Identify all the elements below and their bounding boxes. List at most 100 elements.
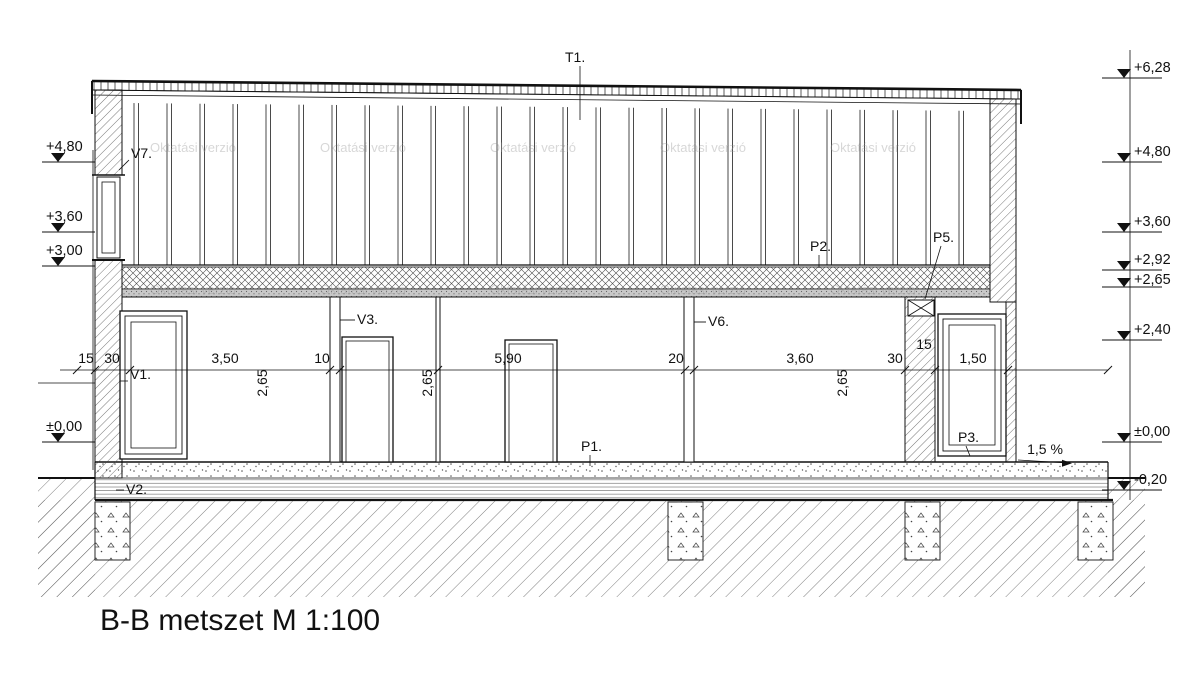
v3-door	[341, 336, 394, 463]
elevation-marker-right-0: +6,28	[1102, 60, 1171, 79]
dim-10: 10	[314, 350, 330, 366]
earth-hatch	[38, 477, 1145, 597]
elevation-label: +2,40	[1134, 322, 1171, 338]
dim-590: 5,90	[494, 350, 521, 366]
v7-leader	[118, 159, 130, 171]
label-text: V1.	[130, 366, 151, 382]
elevation-marker-left-0: +4,80	[42, 139, 95, 163]
p5-label: P5.	[924, 229, 954, 300]
drawing-title: B-B metszet M 1:100	[100, 604, 380, 637]
t1-label: T1.	[565, 49, 585, 120]
v2-label: V2.	[116, 481, 147, 497]
label-text: P3.	[958, 429, 979, 445]
slope-annotation: 1,5 %	[1017, 441, 1072, 467]
dim-150: 1,50	[959, 350, 986, 366]
attic-structure	[122, 103, 990, 266]
label-text: P5.	[933, 229, 954, 245]
p2-label: P2.	[810, 238, 831, 268]
dim-15-right: 15	[916, 336, 932, 352]
left-exterior-wall	[92, 89, 125, 479]
elevation-label: -0,20	[1134, 472, 1167, 488]
v7-window	[92, 174, 125, 261]
dim-265-room2: 2,65	[419, 369, 435, 396]
right-exterior-wall	[1005, 301, 1017, 463]
ceiling-board-texture	[122, 289, 990, 297]
watermark-text: Oktatási verzió	[150, 282, 236, 297]
roof-top-line	[91, 79, 1022, 92]
attic-studs	[124, 103, 988, 265]
dim-350: 3,50	[211, 350, 238, 366]
elevation-markers-left: +4,80 +3,60 +3,00 ±0,00	[42, 139, 95, 470]
pier-2	[667, 501, 704, 561]
roof-inner-line	[91, 89, 1022, 100]
p1-label: P1.	[581, 438, 602, 466]
dim-265-room3: 2,65	[834, 369, 850, 396]
elevation-label: +3,60	[46, 209, 83, 225]
beam-section	[907, 299, 935, 317]
walls	[92, 89, 1017, 479]
p3-leader	[965, 445, 971, 457]
right-roof-post	[989, 98, 1017, 303]
watermark-text: Oktatási verzió	[490, 140, 576, 155]
elevation-label: +4,80	[46, 139, 83, 155]
pier-3	[904, 501, 941, 561]
p5-leader	[924, 245, 942, 300]
elevation-marker-left-1: +3,60	[42, 209, 95, 233]
watermark-text: Oktatási verzió	[490, 282, 576, 297]
elevation-label: +3,60	[1134, 214, 1171, 230]
elevation-label: +2,92	[1134, 252, 1171, 268]
dim-360: 3,60	[786, 350, 813, 366]
elevation-marker-right-4: +2,65	[1102, 272, 1171, 288]
elevation-label: ±0,00	[1134, 424, 1170, 440]
watermark-text: Oktatási verzió	[830, 140, 916, 155]
partition-wall-b	[683, 296, 695, 463]
label-text: P2.	[810, 238, 831, 254]
foundation-piers	[94, 501, 1114, 561]
pier-1	[94, 501, 131, 561]
elevation-marker-right-6: ±0,00	[1102, 424, 1170, 443]
elevation-marker-right-2: +3,60	[1102, 214, 1171, 233]
partition-wall-a	[329, 296, 341, 463]
watermark-text: Oktatási verzió	[660, 140, 746, 155]
v1-label: V1.	[120, 366, 151, 382]
slope-label: 1,5 %	[1027, 441, 1063, 457]
roof-sheathing-line	[91, 94, 1022, 105]
elevation-markers-right: +6,28 +4,80 +3,60 +2,92 +2,65 +2,40	[1102, 50, 1171, 500]
slope-arrow-line	[1017, 459, 1069, 464]
partition-wall-stub	[435, 296, 441, 463]
elevation-marker-right-7: -0,20	[1102, 472, 1167, 491]
slope-arrow-head	[1062, 459, 1072, 467]
label-text: V3.	[357, 311, 378, 327]
dimension-labels: 15 30 3,50 10 5,90 20 3,60 30 15 1,50 2,…	[78, 336, 987, 397]
watermark: Oktatási verzió Oktatási verzió Oktatási…	[150, 140, 916, 297]
elevation-label: +6,28	[1134, 60, 1171, 76]
watermark-text: Oktatási verzió	[320, 282, 406, 297]
v7-label: V7.	[118, 145, 152, 171]
dimension-ticks	[72, 365, 1113, 375]
label-text: T1.	[565, 49, 585, 65]
elevation-marker-left-2: +3,00	[42, 243, 95, 267]
elevation-marker-left-3: ±0,00	[42, 419, 95, 443]
v3-label: V3.	[340, 311, 378, 327]
label-text: V2.	[126, 481, 147, 497]
roof	[91, 79, 1022, 124]
dim-30-left: 30	[104, 350, 120, 366]
dim-20: 20	[668, 350, 684, 366]
label-text: P1.	[581, 438, 602, 454]
interior-bearing-wall	[904, 296, 936, 463]
p3-label: P3.	[958, 429, 979, 457]
floor-slab	[94, 461, 1113, 502]
watermark-text: Oktatási verzió	[150, 140, 236, 155]
openings	[119, 310, 1007, 463]
label-text: V7.	[131, 145, 152, 161]
v6-label: V6.	[694, 313, 729, 329]
slab-layers	[95, 478, 1108, 500]
component-labels: T1. V7. P2. P5. V3. V6. V1. P1.	[116, 49, 1072, 497]
elevation-marker-right-5: +2,40	[1102, 322, 1171, 341]
p3-window	[937, 313, 1007, 457]
elevation-marker-right-3: +2,92	[1102, 252, 1171, 271]
watermark-text: Oktatási verzió	[660, 282, 746, 297]
pier-4	[1077, 501, 1114, 561]
